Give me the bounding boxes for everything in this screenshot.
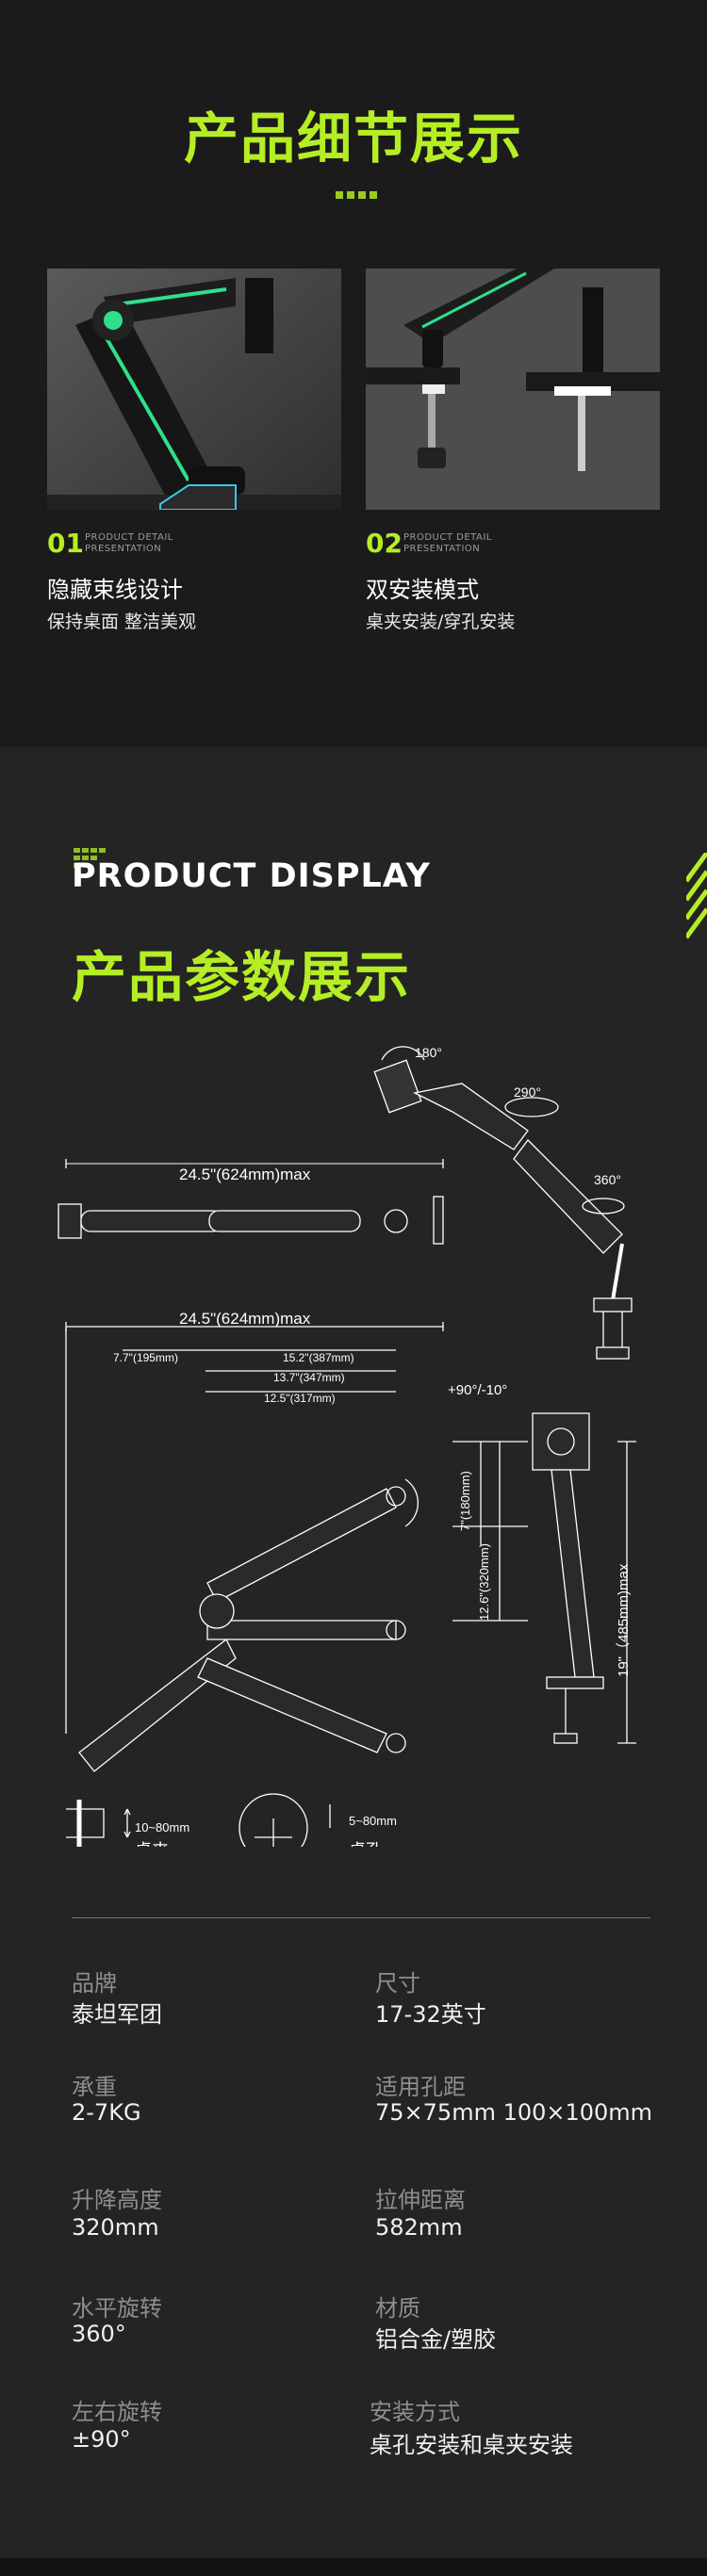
stripe-decoration-icon — [683, 851, 707, 956]
grid-decoration-icon — [74, 848, 107, 871]
spec-value: 582mm — [375, 2214, 463, 2241]
feature-en-label: PRODUCT DETAIL PRESENTATION — [403, 532, 492, 555]
feature-desc: 桌夹安装/穿孔安装 — [366, 611, 516, 632]
feature-en-line1: PRODUCT DETAIL — [403, 532, 492, 543]
tilt-label: +90°/-10° — [448, 1382, 507, 1398]
spec-label: 承重 — [72, 2074, 117, 2100]
spec-label: 升降高度 — [72, 2187, 162, 2213]
height-180-label: 7"(180mm) — [458, 1471, 472, 1531]
title-dots — [336, 191, 377, 199]
spec-label: 水平旋转 — [72, 2295, 162, 2322]
display-en-title: PRODUCT DISPLAY — [72, 857, 431, 895]
feature-desc: 保持桌面 整洁美观 — [47, 611, 197, 632]
feature-number: 02 — [366, 528, 403, 559]
rot-360-label: 360° — [594, 1172, 621, 1187]
spec-label: 左右旋转 — [72, 2399, 162, 2425]
feature-en-label: PRODUCT DETAIL PRESENTATION — [85, 532, 173, 555]
spec-value: 2-7KG — [72, 2099, 141, 2126]
feature-title: 隐藏束线设计 — [47, 577, 183, 603]
rot-180-label: 180° — [415, 1045, 442, 1060]
feature-number: 01 — [47, 528, 84, 559]
spec-divider — [72, 1917, 650, 1918]
dim-347-label: 13.7"(347mm) — [273, 1371, 345, 1384]
spec-label: 品牌 — [72, 1970, 117, 1997]
display-cn-title: 产品参数展示 — [72, 945, 412, 1009]
height-485-label: 19"（485mm)max — [616, 1563, 632, 1677]
feature-title: 双安装模式 — [366, 577, 479, 603]
spec-label: 尺寸 — [375, 1970, 420, 1997]
feature-en-line2: PRESENTATION — [85, 544, 162, 554]
mount-mode-photo — [366, 269, 660, 510]
grommet-label: 桌孔 — [349, 1841, 383, 1847]
dim-317-label: 12.5"(317mm) — [264, 1392, 336, 1405]
spec-value: 泰坦军团 — [72, 2001, 162, 2028]
feature-en-line2: PRESENTATION — [403, 544, 481, 554]
spec-value: ±90° — [72, 2426, 131, 2453]
spec-value: 320mm — [72, 2214, 159, 2241]
grommet-range-label: 5~80mm — [349, 1814, 397, 1828]
feature-en-line1: PRODUCT DETAIL — [85, 532, 173, 543]
width-max-label: 24.5"(624mm)max — [179, 1310, 311, 1328]
clamp-label: 桌夹 — [135, 1841, 169, 1847]
footer-bar — [0, 2558, 707, 2576]
dim-387-label: 15.2"(387mm) — [283, 1351, 354, 1364]
spec-label: 材质 — [375, 2295, 420, 2322]
rot-290-label: 290° — [514, 1084, 541, 1100]
spec-value: 17-32英寸 — [375, 2001, 486, 2028]
spec-value: 360° — [72, 2321, 126, 2347]
dimension-diagram: 180° 290° 360° 24.5"(624mm)max 24.5"(624… — [58, 1045, 636, 1847]
height-320-label: 12.6"(320mm) — [477, 1543, 491, 1621]
hidden-cable-photo — [47, 269, 341, 510]
clamp-range-label: 10~80mm — [135, 1820, 189, 1834]
spec-value: 75×75mm 100×100mm — [375, 2099, 653, 2126]
spec-value: 桌孔安装和桌夹安装 — [370, 2432, 573, 2458]
dim-195-label: 7.7"(195mm) — [113, 1351, 178, 1364]
spec-label: 适用孔距 — [375, 2074, 466, 2100]
spec-label: 拉伸距离 — [375, 2187, 466, 2213]
spec-label: 安装方式 — [370, 2399, 460, 2425]
width-max-top-label: 24.5"(624mm)max — [179, 1166, 311, 1183]
spec-value: 铝合金/塑胶 — [375, 2326, 497, 2353]
detail-title: 产品细节展示 — [183, 106, 523, 171]
